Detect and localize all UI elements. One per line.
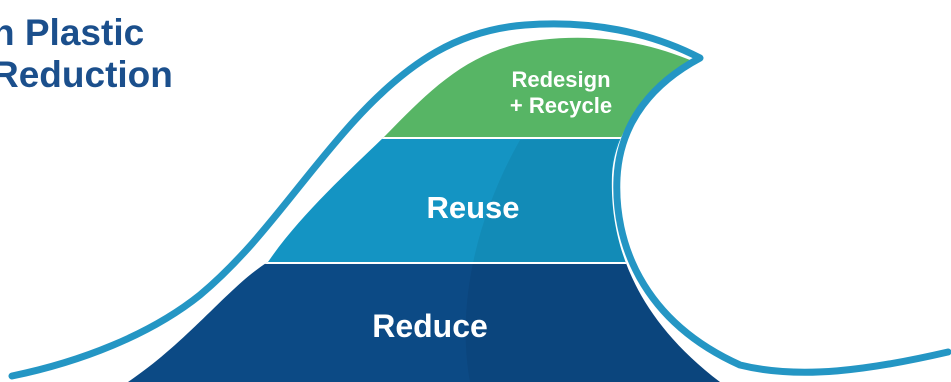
redesign-recycle-label: Redesign + Recycle (486, 67, 636, 119)
title-line-1: n Plastic (0, 12, 145, 53)
redesign-label: Redesign (511, 67, 611, 92)
reduce-label: Reduce (372, 308, 488, 344)
wave-outline (8, 20, 951, 380)
title-line-2: Reduction (0, 54, 173, 95)
recycle-label: + Recycle (509, 93, 613, 118)
recycle-layer (128, 37, 720, 138)
reuse-label: Reuse (426, 190, 520, 225)
page-title: n Plastic Reduction (0, 12, 173, 96)
wave-shadow (465, 138, 720, 382)
